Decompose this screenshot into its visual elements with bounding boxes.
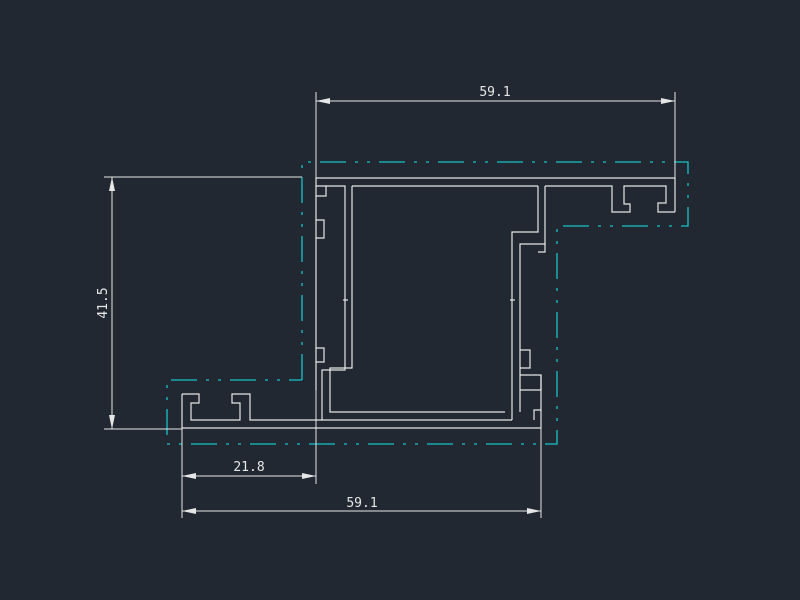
dim-height-arrow-bottom xyxy=(109,415,115,429)
left-web-inner xyxy=(329,186,505,413)
right-web-inner xyxy=(519,186,546,412)
dim-left-arrow-left xyxy=(182,473,196,479)
top-flange-hook xyxy=(545,185,675,213)
left-upper-slot xyxy=(316,185,327,197)
dim-top-width-label: 59.1 xyxy=(479,85,510,100)
dim-bottom-arrow-left xyxy=(182,508,196,514)
dim-left-arrow-right xyxy=(302,473,316,479)
dim-top-arrow-left xyxy=(316,98,330,104)
right-lower-slot xyxy=(520,349,531,369)
bottom-flange-hook xyxy=(182,393,322,421)
left-lower-slot xyxy=(316,347,325,363)
left-mid-slot-upper xyxy=(316,219,325,239)
dimension-lines xyxy=(104,92,676,518)
dim-bottom-arrow-right xyxy=(527,508,541,514)
centerline-outline xyxy=(166,161,689,445)
dim-height-arrow-top xyxy=(109,177,115,191)
left-web xyxy=(321,185,512,421)
right-upper-slot xyxy=(538,244,546,253)
right-bottom-notch xyxy=(533,409,541,420)
dim-bottom-width-label: 59.1 xyxy=(346,496,377,511)
aluminium-profile xyxy=(181,177,676,429)
right-bottom-slot xyxy=(520,374,542,391)
centerline-top-segment xyxy=(166,161,689,445)
dim-top-arrow-right xyxy=(661,98,675,104)
right-web xyxy=(511,186,539,420)
dim-left-flange-label: 21.8 xyxy=(233,460,264,475)
dim-height-label: 41.5 xyxy=(96,287,111,318)
